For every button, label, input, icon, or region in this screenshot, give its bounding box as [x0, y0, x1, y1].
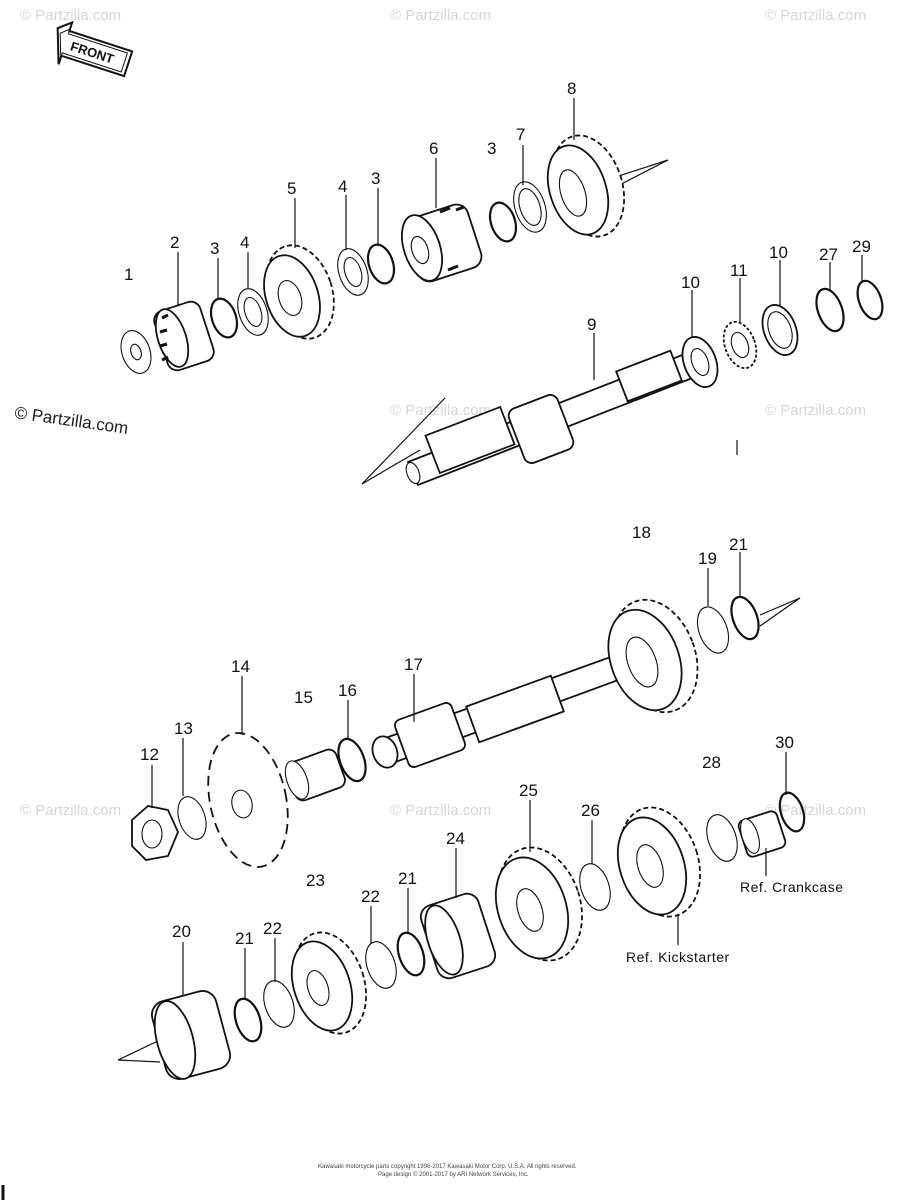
callout-9: 9 — [587, 315, 596, 334]
gear-part-5 — [263, 244, 335, 340]
callout-28: 28 — [702, 753, 721, 772]
callout-21: 21 — [398, 869, 417, 888]
ring-part-16 — [337, 737, 367, 783]
upper-gear-row — [120, 134, 669, 374]
callout-27: 27 — [819, 245, 838, 264]
watermark: © Partzilla.com — [390, 7, 491, 24]
front-arrow: FRONT — [56, 20, 134, 78]
watermark: © Partzilla.com — [765, 402, 866, 419]
callout-21: 21 — [235, 929, 254, 948]
callout-numbers: 1 2 3 4 5 4 3 6 3 7 8 9 10 11 10 27 29 1… — [124, 79, 871, 965]
gear-part-18 — [607, 598, 699, 714]
callout-4: 4 — [240, 233, 249, 252]
callout-20: 20 — [172, 922, 191, 941]
callout-15: 15 — [294, 688, 313, 707]
callout-1: 1 — [124, 265, 133, 284]
washer-part-28 — [706, 814, 738, 862]
callout-12: 12 — [140, 745, 159, 764]
collar-part-15 — [284, 748, 346, 802]
callout-3: 3 — [487, 139, 496, 158]
callout-16: 16 — [338, 681, 357, 700]
ring-part-21 — [730, 595, 760, 641]
output-shaft-part-17 — [371, 648, 642, 769]
callout-24: 24 — [446, 829, 465, 848]
callout-17: 17 — [404, 655, 423, 674]
washer-part-22 — [365, 941, 397, 989]
ref-crankcase: Ref. Crankcase — [740, 879, 843, 895]
watermark: © Partzilla.com — [20, 7, 121, 24]
main-shaft-part-9 — [361, 349, 702, 487]
washer-part-13 — [177, 796, 207, 840]
callout-25: 25 — [519, 781, 538, 800]
gear-part-23 — [290, 931, 368, 1035]
watermark: © Partzilla.com — [390, 402, 491, 419]
washer-part-22 — [263, 980, 295, 1028]
callout-10: 10 — [769, 243, 788, 262]
callout-13: 13 — [174, 719, 193, 738]
partzilla-watermark: © Partzilla.com — [13, 403, 129, 438]
callout-7: 7 — [516, 125, 525, 144]
gear-part-20 — [151, 990, 231, 1080]
copyright-line-2: Page design © 2001-2017 by ARI Network S… — [378, 1171, 529, 1178]
callout-29: 29 — [852, 237, 871, 256]
callout-5: 5 — [287, 179, 296, 198]
gear-part-6 — [401, 203, 483, 283]
sprocket-part-14 — [207, 732, 289, 868]
callout-8: 8 — [567, 79, 576, 98]
washer-part-19 — [696, 606, 730, 654]
callout-19: 19 — [698, 549, 717, 568]
nut-part-12 — [131, 805, 179, 861]
watermark-layer: © Partzilla.com © Partzilla.com © Partzi… — [20, 7, 866, 819]
ref-kickstarter: Ref. Kickstarter — [626, 949, 730, 965]
gear-part-25 — [494, 846, 583, 962]
callout-3: 3 — [371, 169, 380, 188]
ring-part-21 — [233, 997, 263, 1043]
callout-10: 10 — [681, 273, 700, 292]
gear-part-8 — [546, 134, 626, 238]
callout-30: 30 — [775, 733, 794, 752]
gear-part-24 — [419, 892, 497, 980]
callout-22: 22 — [361, 887, 380, 906]
callout-18: 18 — [632, 523, 651, 542]
bearing-part-30 — [737, 810, 787, 858]
callout-21: 21 — [729, 535, 748, 554]
leader-lines — [151, 98, 863, 998]
callout-14: 14 — [231, 657, 250, 676]
kickstarter-gear — [616, 806, 701, 918]
callout-4: 4 — [338, 177, 347, 196]
callout-2: 2 — [170, 233, 179, 252]
callout-3: 3 — [210, 239, 219, 258]
callout-22: 22 — [263, 919, 282, 938]
copyright-line-1: Kawasaki motorcycle parts copyright 1996… — [318, 1164, 577, 1170]
shaft-washers — [681, 279, 884, 388]
callout-6: 6 — [429, 139, 438, 158]
washer-part-1 — [120, 330, 152, 374]
watermark: © Partzilla.com — [390, 802, 491, 819]
watermark: © Partzilla.com — [765, 802, 866, 819]
callout-26: 26 — [581, 801, 600, 820]
callout-23: 23 — [306, 871, 325, 890]
watermark: © Partzilla.com — [765, 7, 866, 24]
watermark: © Partzilla.com — [20, 802, 121, 819]
gear-part-2 — [153, 300, 215, 372]
ring-part-21 — [396, 931, 426, 977]
washer-part-26 — [579, 863, 611, 911]
callout-11: 11 — [730, 261, 748, 280]
